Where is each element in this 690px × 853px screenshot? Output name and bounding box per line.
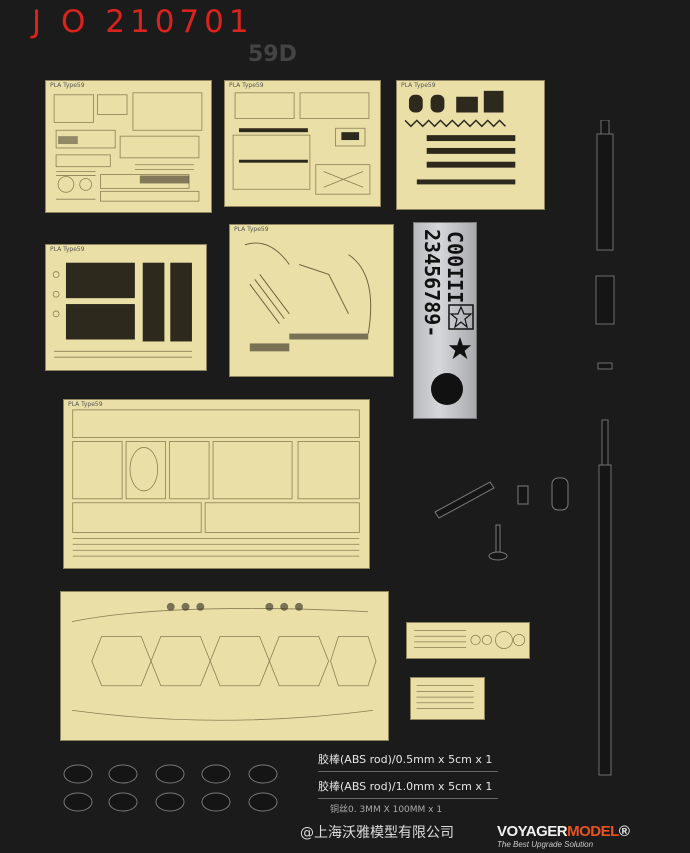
rod-label-1: 胶棒(ABS rod)/0.5mm x 5cm x 1 [318,753,493,766]
decal-plate: C00III 23456789- [413,222,477,419]
brand-name-2: MODEL [567,823,619,840]
photo-etch-fret-9 [410,677,485,720]
photo-etch-fret-4: PLA Type59 [45,244,207,371]
fret-parts-graphic [53,92,203,202]
photo-etch-fret-3: PLA Type59 [396,80,545,210]
fret-label: PLA Type59 [234,226,269,233]
photo-etch-fret-8 [406,622,530,659]
brand-name-1: VOYAGER [497,823,568,840]
watermark-text: @上海沃雅模型有限公司 [300,825,454,841]
fret-parts-graphic [244,242,372,352]
fret-label: PLA Type59 [50,246,85,253]
fret-parts-graphic [404,90,516,185]
photo-etch-fret-6: PLA Type59 [63,399,370,569]
metal-barrel-parts [595,120,615,776]
star-icon [448,304,474,330]
fret-label: PLA Type59 [68,401,103,408]
decal-line-1: C00III [443,231,467,304]
fret-parts-graphic [414,630,526,649]
rod-label-3: 铜丝0. 3MM X 100MM x 1 [330,805,443,815]
product-code: J O 210701 [32,4,254,40]
brand-slogan: The Best Upgrade Solution [497,840,594,849]
brand-logo: VOYAGERMODEL® [497,823,630,840]
fret-parts-graphic [72,409,360,557]
registered-mark: ® [618,823,630,840]
fret-parts-graphic [52,262,192,358]
abs-rod-0-5 [318,771,498,772]
fret-label: PLA Type59 [401,82,436,89]
abs-rod-1-0 [318,798,498,799]
fret-parts-graphic [232,92,371,195]
star-solid-icon [448,336,472,360]
model-name: 59D [248,42,297,67]
decal-line-2: 23456789- [420,229,444,338]
fret-parts-graphic [71,602,377,721]
fret-label: PLA Type59 [50,82,85,89]
rod-label-2: 胶棒(ABS rod)/1.0mm x 5cm x 1 [318,780,493,793]
fret-label: PLA Type59 [229,82,264,89]
photo-etch-fret-5: PLA Type59 [229,224,394,377]
photo-etch-fret-7 [60,591,389,741]
resin-wheels [63,764,278,812]
photo-etch-fret-1: PLA Type59 [45,80,212,213]
turned-metal-parts [434,477,569,561]
photo-etch-fret-2: PLA Type59 [224,80,381,207]
round-decal [431,373,463,405]
fret-parts-graphic [416,685,474,709]
